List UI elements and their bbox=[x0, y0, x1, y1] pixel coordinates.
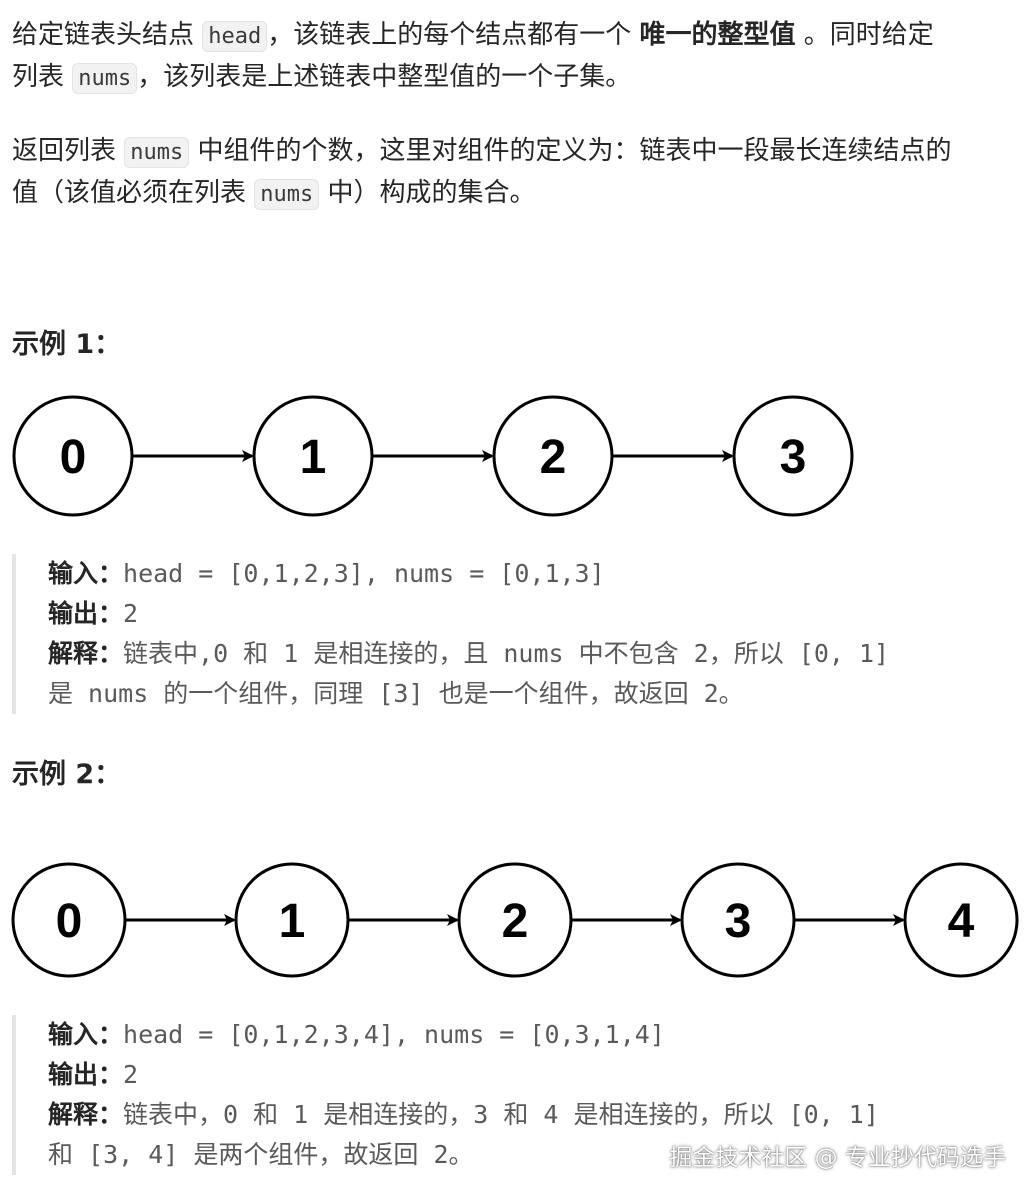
example-1-block: 输入：head = [0,1,2,3], nums = [0,1,3] 输出：2… bbox=[12, 554, 889, 714]
example-2-node-label-2: 2 bbox=[502, 895, 529, 948]
code-nums: nums bbox=[72, 63, 138, 94]
output-value: 2 bbox=[123, 599, 139, 628]
example-2-node-label-0: 0 bbox=[56, 895, 83, 948]
example-2-block: 输入：head = [0,1,2,3,4], nums = [0,3,1,4] … bbox=[12, 1015, 879, 1175]
explanation-text: 是 nums 的一个组件，同理 [3] 也是一个组件，故返回 2。 bbox=[48, 679, 744, 708]
explanation-label: 解释： bbox=[48, 639, 124, 668]
example-2-node-circle-2 bbox=[457, 862, 573, 978]
input-label: 输入： bbox=[48, 1020, 124, 1049]
example-2-node-label-3: 3 bbox=[725, 895, 752, 948]
intro-text: ，该链表上的每个结点都有一个 bbox=[267, 20, 640, 50]
intro-text: 。同时给定 bbox=[795, 20, 934, 50]
example-2-node-circle-4 bbox=[903, 862, 1019, 978]
input-value: head = [0,1,2,3], nums = [0,1,3] bbox=[123, 559, 605, 588]
example-1-node-circle-1 bbox=[252, 395, 374, 517]
explanation-label: 解释： bbox=[48, 1100, 124, 1129]
input-label: 输入： bbox=[48, 559, 124, 588]
intro-text: 返回列表 bbox=[12, 136, 125, 166]
intro-bold-text: 唯一的整型值 bbox=[639, 20, 796, 50]
output-label: 输出： bbox=[48, 1060, 124, 1089]
intro-text: 列表 bbox=[12, 62, 73, 92]
example-2-linked-list-diagram: 0 1 2 3 4 bbox=[11, 862, 1019, 978]
example-1-node-label-2: 2 bbox=[540, 431, 567, 484]
explanation-text: 和 [3, 4] 是两个组件，故返回 2。 bbox=[48, 1140, 474, 1169]
example-1-node-label-0: 0 bbox=[60, 431, 87, 484]
example-1-linked-list-diagram: 0 1 2 3 bbox=[12, 395, 854, 517]
example-1-node-label-1: 1 bbox=[300, 431, 327, 484]
intro-text: ，该列表是上述链表中整型值的一个子集。 bbox=[137, 62, 632, 92]
code-nums: nums bbox=[254, 179, 320, 210]
example-2-node-circle-0 bbox=[11, 862, 127, 978]
example-2-node-label-1: 1 bbox=[279, 895, 306, 948]
explanation-text: 链表中，0 和 1 是相连接的，3 和 4 是相连接的，所以 [0, 1] bbox=[123, 1100, 879, 1129]
example-2-heading: 示例 2： bbox=[12, 759, 122, 790]
intro-text: 给定链表头结点 bbox=[12, 20, 203, 50]
intro-text: 值（该值必须在列表 bbox=[12, 178, 255, 208]
watermark: 掘金技术社区 @ 专业抄代码选手 bbox=[669, 1145, 1006, 1171]
intro-text: 中组件的个数，这里对组件的定义为：链表中一段最长连续结点的 bbox=[189, 136, 952, 166]
example-1-node-circle-0 bbox=[12, 395, 134, 517]
intro-paragraph-1-line-2: 列表 nums，该列表是上述链表中整型值的一个子集。 bbox=[12, 56, 631, 100]
explanation-text: 链表中,0 和 1 是相连接的，且 nums 中不包含 2，所以 [0, 1] bbox=[123, 639, 890, 668]
example-1-heading: 示例 1： bbox=[12, 329, 122, 360]
code-nums: nums bbox=[124, 137, 190, 168]
example-2-node-circle-3 bbox=[680, 862, 796, 978]
code-head: head bbox=[202, 21, 268, 52]
intro-paragraph-2-line-1: 返回列表 nums 中组件的个数，这里对组件的定义为：链表中一段最长连续结点的 bbox=[12, 130, 952, 174]
intro-paragraph-1-line-1: 给定链表头结点 head，该链表上的每个结点都有一个 唯一的整型值 。同时给定 bbox=[12, 14, 934, 58]
example-1-node-circle-2 bbox=[492, 395, 614, 517]
intro-paragraph-2-line-2: 值（该值必须在列表 nums 中）构成的集合。 bbox=[12, 172, 536, 216]
example-2-node-circle-1 bbox=[234, 862, 350, 978]
example-1-node-label-3: 3 bbox=[780, 431, 807, 484]
example-2-node-label-4: 4 bbox=[948, 895, 975, 948]
intro-text: 中）构成的集合。 bbox=[319, 178, 536, 208]
output-label: 输出： bbox=[48, 599, 124, 628]
example-1-node-circle-3 bbox=[732, 395, 854, 517]
output-value: 2 bbox=[123, 1060, 139, 1089]
input-value: head = [0,1,2,3,4], nums = [0,3,1,4] bbox=[123, 1020, 665, 1049]
